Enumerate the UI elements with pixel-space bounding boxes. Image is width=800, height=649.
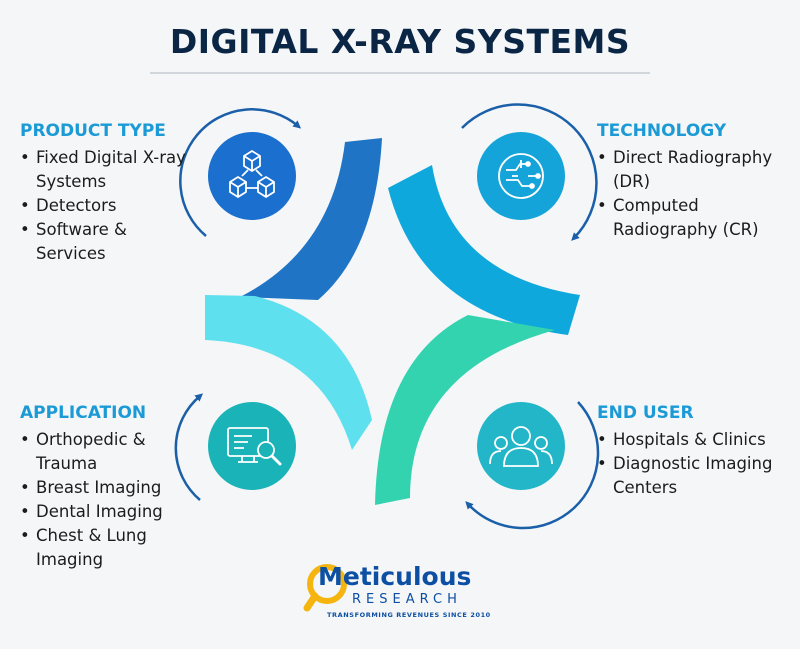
logo-name: Meticulous: [318, 562, 472, 591]
list-item: Computed Radiography (CR): [597, 194, 797, 242]
product-type-circle: [208, 132, 296, 220]
end-user-circle: [477, 402, 565, 490]
petal-bottom-right: [375, 315, 555, 505]
petal-top-left: [240, 138, 382, 300]
arrow-enduser: [465, 401, 600, 530]
technology-heading: TECHNOLOGY: [597, 121, 727, 141]
logo-subtitle: RESEARCH: [352, 592, 462, 607]
petal-bottom-left: [205, 295, 372, 450]
technology-circle: [477, 132, 565, 220]
technology-list: Direct Radiography (DR) Computed Radiogr…: [597, 146, 797, 242]
central-petals: [205, 138, 580, 505]
application-heading: APPLICATION: [20, 403, 147, 423]
list-item: Direct Radiography (DR): [597, 146, 797, 194]
list-item: Detectors: [20, 194, 190, 218]
list-item: Dental Imaging: [20, 500, 190, 524]
list-item: Orthopedic & Trauma: [20, 428, 190, 476]
list-item: Diagnostic Imaging Centers: [597, 452, 797, 500]
product-type-heading: PRODUCT TYPE: [20, 121, 166, 141]
cubes-icon: [229, 150, 275, 198]
product-type-list: Fixed Digital X-ray Systems Detectors So…: [20, 146, 190, 266]
application-circle: [208, 402, 296, 490]
circuit-head-icon: [498, 153, 544, 199]
list-item: Breast Imaging: [20, 476, 190, 500]
petal-top-right: [388, 165, 580, 335]
logo-magnifier-icon: [303, 564, 347, 612]
logo-tagline: TRANSFORMING REVENUES SINCE 2010: [327, 611, 491, 619]
end-user-heading: END USER: [597, 403, 694, 423]
list-item: Software & Services: [20, 218, 190, 266]
title-divider: [150, 72, 650, 74]
end-user-list: Hospitals & Clinics Diagnostic Imaging C…: [597, 428, 797, 500]
list-item: Hospitals & Clinics: [597, 428, 797, 452]
list-item: Fixed Digital X-ray Systems: [20, 146, 190, 194]
list-item: Chest & Lung Imaging: [20, 524, 190, 572]
application-list: Orthopedic & Trauma Breast Imaging Denta…: [20, 428, 190, 572]
users-icon: [489, 426, 553, 467]
page-title: DIGITAL X-RAY SYSTEMS: [169, 22, 631, 61]
monitor-search-icon: [227, 427, 282, 466]
arrow-technology: [461, 103, 598, 241]
